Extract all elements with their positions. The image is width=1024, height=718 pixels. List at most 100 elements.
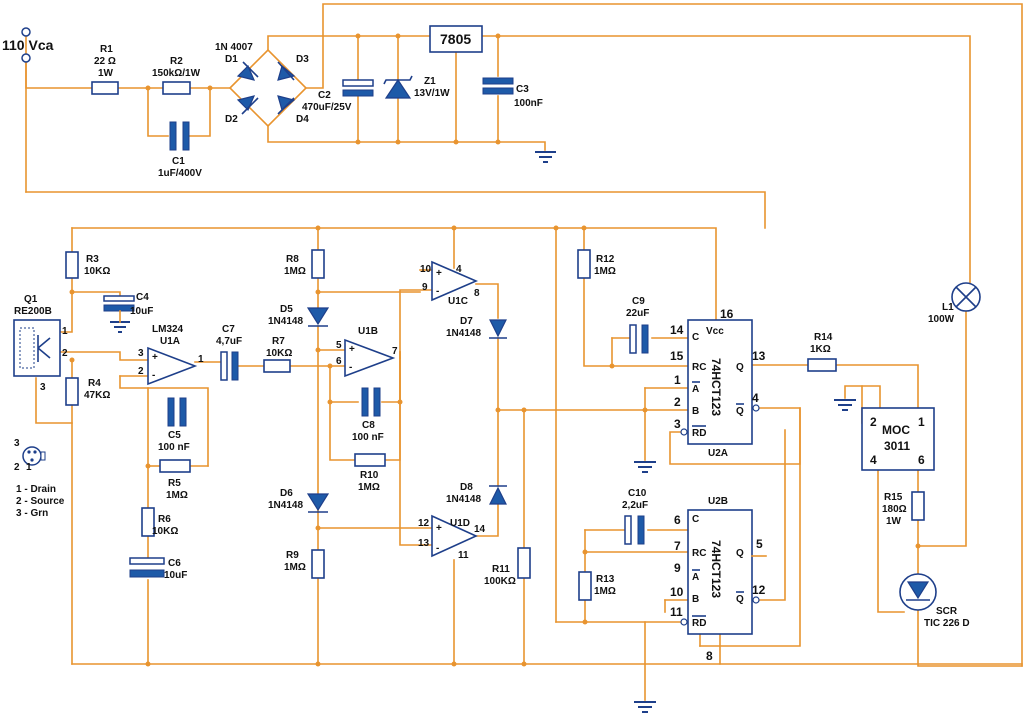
capacitor-c9: C9 22uF [626, 296, 649, 354]
c6-ref: C6 [168, 558, 181, 569]
r1-ref: R1 [100, 44, 113, 55]
c6-value: 10uF [164, 570, 187, 581]
diode-d6: D6 1N4148 [268, 488, 330, 513]
u1d-pin11: 11 [458, 550, 469, 561]
l1-value: 100W [928, 314, 955, 325]
u2b-pin9: 9 [674, 561, 681, 575]
c1-value: 1uF/400V [158, 168, 202, 179]
resistor-r12: R12 1MΩ [577, 249, 616, 279]
r7-value: 10KΩ [266, 348, 292, 359]
c1-ref: C1 [172, 156, 185, 167]
c4-ref: C4 [136, 292, 149, 303]
u1c-pin10: 10 [420, 264, 432, 275]
supply-terminals: 110 Vca [2, 27, 54, 63]
chip-u2b: C RC A B RD Q Q 6 7 9 10 11 5 12 8 74HCT… [670, 496, 766, 663]
u1b-pin5: 5 [336, 340, 342, 351]
c5-value: 100 nF [158, 442, 190, 453]
svg-text:-: - [436, 543, 439, 554]
scr-part: TIC 226 D [924, 618, 970, 629]
u2b-pin12: 12 [752, 583, 766, 597]
regulator-7805: 7805 [429, 25, 483, 53]
c9-value: 22uF [626, 308, 649, 319]
d5-value: 1N4148 [268, 316, 303, 327]
resistor-r13: R13 1MΩ [578, 571, 616, 601]
u1a-ref: U1A [160, 336, 180, 347]
u2a-pin-a: A [692, 384, 699, 395]
r6-value: 10KΩ [152, 526, 178, 537]
d7-value: 1N4148 [446, 328, 481, 339]
capacitor-c5: C5 100 nF [158, 397, 190, 453]
r13-value: 1MΩ [594, 586, 616, 597]
r13-ref: R13 [596, 574, 615, 585]
resistor-r3: R3 10KΩ [65, 251, 110, 279]
capacitor-c3: C3 100nF [482, 77, 543, 109]
z1-ref: Z1 [424, 76, 436, 87]
z1-value: 13V/1W [414, 88, 450, 99]
svg-text:-: - [436, 286, 439, 297]
u2b-pin-b: B [692, 594, 699, 605]
u2a-pin-b: B [692, 406, 699, 417]
u2b-part: 74HCT123 [709, 540, 723, 598]
triac-scr: SCR TIC 226 D [899, 573, 970, 629]
r14-value: 1KΩ [810, 344, 831, 355]
d4-ref: D4 [296, 114, 309, 125]
capacitor-c8: C8 100 nF [352, 387, 384, 443]
q1-pin1: 1 [62, 326, 68, 337]
u1c-pin9: 9 [422, 282, 428, 293]
capacitor-c2: C2 470uF/25V [302, 79, 374, 113]
c4-value: 10uF [130, 306, 153, 317]
moc-pin4: 4 [870, 453, 877, 467]
optocoupler-moc3011: MOC 3011 2 1 4 6 [861, 407, 935, 471]
legend-pin-2: 2 [14, 462, 20, 473]
r11-value: 100KΩ [484, 576, 516, 587]
u2a-pin3: 3 [674, 417, 681, 431]
u2a-pin4: 4 [752, 391, 759, 405]
legend-line-3: 3 - Grn [16, 508, 48, 519]
r6-ref: R6 [158, 514, 171, 525]
capacitor-c10: C10 2,2uF [622, 488, 648, 545]
zener-z1: Z1 13V/1W [383, 75, 450, 99]
r12-ref: R12 [596, 254, 615, 265]
legend-pin-1: 1 [26, 462, 32, 473]
u2a-pin13: 13 [752, 349, 766, 363]
sensor-q1: Q1 RE200B 1 2 3 [13, 294, 68, 393]
ground-top [535, 151, 556, 163]
opamp-u1c: +- U1C 10 9 8 4 [420, 260, 480, 307]
u2b-pin-c: C [692, 514, 699, 525]
scr-ref: SCR [936, 606, 958, 617]
svg-text:-: - [152, 370, 155, 381]
q1-part: RE200B [14, 306, 52, 317]
r8-ref: R8 [286, 254, 299, 265]
u2a-pin-qbar: Q [736, 406, 744, 417]
c5-ref: C5 [168, 430, 181, 441]
r9-ref: R9 [286, 550, 299, 561]
u2a-pin2: 2 [674, 395, 681, 409]
opamp-u1d: +- U1D 12 13 14 11 [418, 514, 486, 561]
resistor-r15: R15 180Ω 1W [882, 491, 925, 527]
capacitor-c4: C4 10uF [103, 292, 153, 333]
u2b-pin8: 8 [706, 649, 713, 663]
d8-ref: D8 [460, 482, 473, 493]
r3-ref: R3 [86, 254, 99, 265]
regulator-label: 7805 [440, 31, 471, 47]
pinout-legend: 3 2 1 1 - Drain 2 - Source 3 - Grn [14, 438, 65, 519]
c9-ref: C9 [632, 296, 645, 307]
q1-ref: Q1 [24, 294, 38, 305]
u1a-part: LM324 [152, 324, 184, 335]
d6-ref: D6 [280, 488, 293, 499]
c10-ref: C10 [628, 488, 647, 499]
resistor-r2: R2 150kΩ/1W [152, 56, 201, 95]
u2b-pin10: 10 [670, 585, 684, 599]
diode-d7: D7 1N4148 [446, 316, 507, 339]
u1c-ref: U1C [448, 296, 468, 307]
u2b-pin-a: A [692, 572, 699, 583]
ground-bottom [634, 701, 656, 713]
r15-value: 180Ω [882, 504, 907, 515]
resistor-r8: R8 1MΩ [284, 249, 325, 279]
u2a-pin1: 1 [674, 373, 681, 387]
u1a-pin2: 2 [138, 366, 144, 377]
c8-value: 100 nF [352, 432, 384, 443]
c2-value: 470uF/25V [302, 102, 352, 113]
c3-value: 100nF [514, 98, 543, 109]
junction-dots [69, 33, 921, 667]
